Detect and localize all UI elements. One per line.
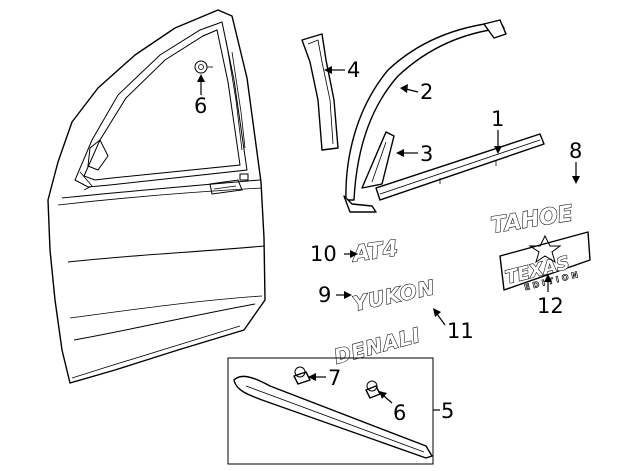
- denali-emblem-text: DENALI: [331, 323, 423, 369]
- callout-9: 9: [318, 283, 331, 307]
- tahoe-emblem-text: TAHOE: [489, 201, 574, 239]
- callout-6-box: 6: [393, 401, 406, 425]
- part-5-lower-moulding: [233, 375, 433, 459]
- callout-11: 11: [447, 319, 474, 343]
- yukon-emblem-text: YUKON: [351, 275, 438, 316]
- callout-7: 7: [328, 366, 341, 390]
- callout-5: 5: [441, 399, 454, 423]
- part-2-moulding: [343, 19, 507, 213]
- part-9-yukon-emblem: YUKON: [350, 274, 438, 316]
- part-10-at4-emblem: AT4: [349, 236, 400, 268]
- at4-emblem-text: AT4: [349, 236, 399, 267]
- callout-4: 4: [347, 58, 360, 82]
- part-11-denali-emblem: DENALI: [331, 322, 424, 369]
- part-7-clip: [293, 366, 311, 385]
- part-8-tahoe-emblem: TAHOE: [489, 201, 575, 240]
- callout-3: 3: [420, 142, 433, 166]
- callout-2: 2: [420, 80, 433, 104]
- part-4-applique: [301, 33, 339, 151]
- part-3-applique: [361, 131, 395, 189]
- part-5-kit-box: [227, 357, 440, 465]
- part-12-texas-emblem: TEXAS EDITION: [499, 231, 591, 293]
- callout-1: 1: [491, 107, 504, 131]
- callout-10: 10: [310, 242, 337, 266]
- callout-12: 12: [537, 294, 564, 318]
- callout-6-door: 6: [194, 94, 207, 118]
- callout-numbers: 1 2 3 4 5 6 6 7 8 9 10 11 12: [194, 58, 582, 425]
- leader-lines: [197, 66, 580, 404]
- part-6-clip: [365, 380, 381, 399]
- part-1-belt-moulding: [375, 133, 545, 201]
- callout-8: 8: [569, 139, 582, 163]
- front-door: [47, 9, 266, 384]
